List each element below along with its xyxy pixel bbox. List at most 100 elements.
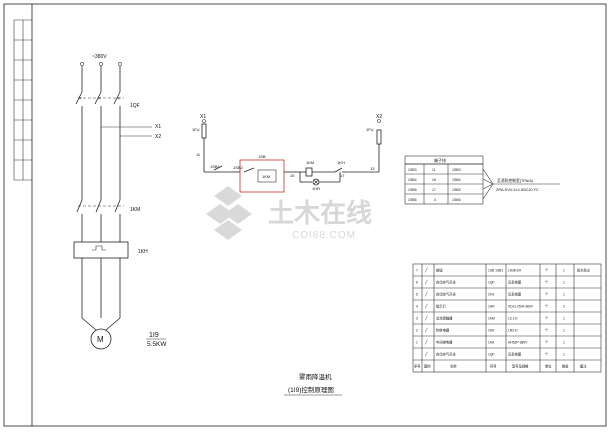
tb-r4-c1: 1SB6 xyxy=(408,198,417,202)
tb-r2-c1: 1SB4 xyxy=(408,178,417,182)
table-header-cell: 符号 xyxy=(490,364,497,369)
table-cell-model: LC1-D xyxy=(508,317,518,321)
table-cell-qty: 1 xyxy=(563,317,565,321)
legend-symbol-icon: ╱ xyxy=(424,280,428,285)
table-cell-qty: 1 xyxy=(563,341,565,345)
legend-symbol-icon: ╱ xyxy=(424,268,428,273)
control-circuit: X1 1FU 11 X2 1FU 1SB1 1SB 1SB2 1KM 15 1K… xyxy=(192,114,382,193)
coil-label: 1KM xyxy=(306,160,314,165)
terminal-block-title: 端子排 xyxy=(434,157,446,163)
supply-label: ~380V xyxy=(92,54,107,60)
motor-id: 1I9 xyxy=(149,332,159,339)
left-fuse-label: 1FU xyxy=(192,127,200,132)
table-header-cell: 名称 xyxy=(450,364,457,369)
legend-symbol-icon: ╱ xyxy=(424,328,428,333)
legend-symbol-icon: ╱ xyxy=(424,316,428,321)
legend-symbol-icon: ╱ xyxy=(424,304,428,309)
svg-text:×: × xyxy=(117,96,120,102)
thermal-contact-label: 1KH xyxy=(337,160,345,165)
table-cell-name: 中间继电器 xyxy=(436,340,453,345)
table-cell-qty: 2 xyxy=(563,305,565,309)
table-cell-note: 防水防尘 xyxy=(577,268,591,273)
legend-symbol-icon: ╱ xyxy=(424,292,428,297)
tb-r3-c3: 1SB5 xyxy=(452,188,461,192)
tb-r1-c3: 1SB3 xyxy=(452,168,461,172)
tb-r3-c1: 1SB5 xyxy=(408,188,417,192)
tb-r3-c2: 17 xyxy=(432,188,436,192)
aux-contact-label: 1KM xyxy=(262,174,270,179)
table-cell-model: XDJ1-25/H-380V xyxy=(508,305,534,309)
table-cell-code: 1QF xyxy=(488,281,494,285)
wire-number-17: 17 xyxy=(340,173,345,178)
supply-terminal-l1 xyxy=(80,62,84,66)
table-cell-no: 7 xyxy=(416,269,418,273)
tb-r2-c3: 1SB4 xyxy=(452,178,461,182)
svg-text:×: × xyxy=(98,96,101,102)
table-cell-code: 1KA xyxy=(488,341,495,345)
table-cell-qty: 1 xyxy=(563,293,565,297)
table-cell-code: 1FU xyxy=(488,293,495,297)
contactor-coil xyxy=(305,167,313,177)
table-cell-unit: 个 xyxy=(545,304,549,309)
power-circuit: ~380V × × × 1QF X1 X2 xyxy=(73,54,167,350)
table-cell-no: 5 xyxy=(416,293,418,297)
terminal-block: 端子排 1SB3 11 1SB3 1SB4 15 1SB4 1SB5 17 1S… xyxy=(404,155,560,205)
table-cell-qty: 1 xyxy=(563,329,565,333)
tb-r4-c3: 1SB6 xyxy=(452,198,461,202)
table-cell-no: 1 xyxy=(416,341,418,345)
right-terminal-label: X2 xyxy=(376,114,382,120)
thermal-relay-label: 1KH xyxy=(138,249,148,255)
svg-text:×: × xyxy=(79,96,82,102)
table-cell-code: 1HR xyxy=(488,305,495,309)
tap-label-x2: X2 xyxy=(155,134,161,140)
left-title-strip xyxy=(13,19,32,181)
table-header-cell: 型号及规格 xyxy=(512,364,529,369)
breaker-label: 1QF xyxy=(130,103,140,109)
table-cell-qty: 1 xyxy=(563,281,565,285)
watermark: 土木在线 COI88.COM xyxy=(206,186,372,241)
table-cell-qty: 1 xyxy=(563,269,565,273)
cable-note-1: 至消防控制室(TPA/A) xyxy=(497,178,534,183)
table-cell-model: LR2-D xyxy=(508,329,518,333)
wire-number-11: 11 xyxy=(196,152,201,157)
left-terminal-label: X1 xyxy=(200,114,206,120)
table-header-cell: 序号 xyxy=(414,364,421,369)
table-cell-no: 2 xyxy=(416,329,418,333)
right-fuse-label: 1FU xyxy=(366,127,374,132)
watermark-sub-text: COI88.COM xyxy=(292,230,356,241)
table-cell-name: 交流接触器 xyxy=(436,316,453,321)
stop-contact-label: 1SB2 xyxy=(233,165,244,170)
start-contact-label: 1SB1 xyxy=(210,164,221,169)
table-cell-unit: 个 xyxy=(545,328,549,333)
table-cell-name: 热继电器 xyxy=(436,328,450,333)
table-cell-model: 见系统图 xyxy=(508,352,522,357)
table-cell-unit: 个 xyxy=(545,352,549,357)
tb-r1-c1: 1SB3 xyxy=(408,168,417,172)
motor-letter: M xyxy=(97,335,104,344)
title-line-2: (1I9)控制原理图 xyxy=(288,385,334,394)
table-header-cell: 备注 xyxy=(580,364,587,369)
table-cell-model: LA38-2H xyxy=(508,269,522,273)
watermark-main-text: 土木在线 xyxy=(268,198,372,228)
sheet-border xyxy=(3,3,607,427)
table-cell-no: 3 xyxy=(416,317,418,321)
breaker-1qf: × × × xyxy=(75,91,124,105)
right-fuse xyxy=(376,129,382,145)
table-cell-unit: 个 xyxy=(545,292,549,297)
table-cell-unit: 个 xyxy=(545,268,549,273)
watermark-logo-icon xyxy=(206,186,252,240)
tap-label-x1: X1 xyxy=(155,124,161,130)
drawing-title: 雾雨降温机 (1I9)控制原理图 xyxy=(284,372,342,396)
supply-terminal-l3 xyxy=(118,62,122,66)
table-cell-qty: 1 xyxy=(563,353,565,357)
table-cell-name: 自动空气开关 xyxy=(436,292,456,297)
tb-r4-c2: 4 xyxy=(434,198,436,202)
contactor-1km xyxy=(76,199,124,213)
tb-r2-c2: 15 xyxy=(432,178,436,182)
left-fuse xyxy=(201,123,207,139)
table-header-cell: 图例 xyxy=(424,364,431,369)
table-cell-model: 见系统图 xyxy=(508,280,522,285)
legend-symbol-icon: ╱ xyxy=(424,340,428,345)
table-cell-name: 指示灯 xyxy=(436,304,447,309)
